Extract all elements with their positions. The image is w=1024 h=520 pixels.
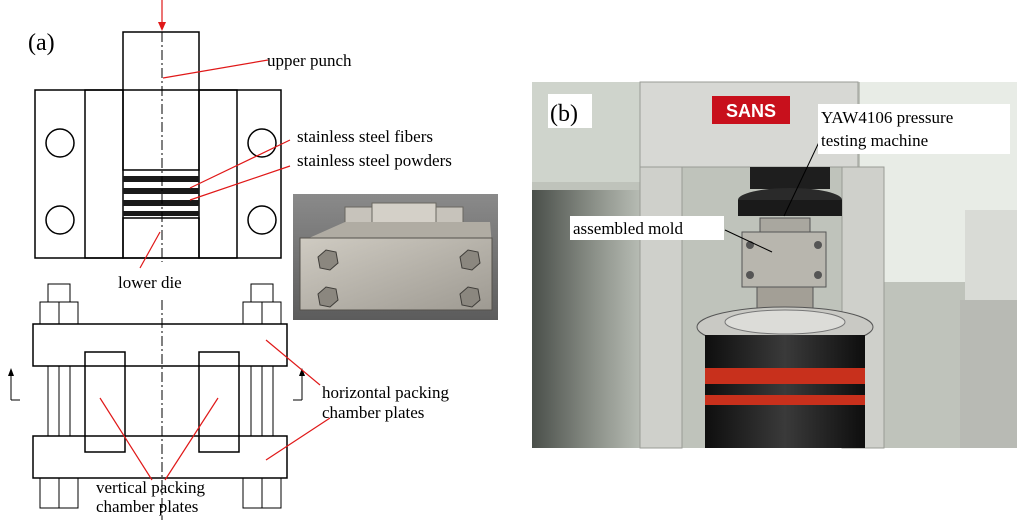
horizontal-plates-label-2: chamber plates [322, 403, 424, 422]
nut-bottom-right [242, 477, 282, 509]
load-arrow-icon [158, 0, 166, 31]
vertical-plate-right [198, 351, 240, 453]
horizontal-plates-label-1: horizontal packing [322, 383, 449, 402]
vertical-plate-left [84, 351, 126, 453]
panel-a-label: (a) [28, 30, 55, 56]
mold-label: assembled mold [573, 219, 684, 238]
lower-die [122, 217, 200, 259]
bolt-hole-icon [45, 128, 277, 235]
machine-column-left [639, 166, 683, 449]
upper-punch-label: upper punch [267, 51, 352, 70]
mold-top-view [34, 31, 282, 262]
vertical-plates-label-1: vertical packing [96, 478, 206, 497]
vertical-plates-label-2: chamber plates [96, 497, 198, 516]
machine-label-1: YAW4106 pressure [821, 108, 953, 127]
ram-cylinder [705, 335, 865, 448]
nut-top-left [39, 283, 79, 325]
powders-label: stainless steel powders [297, 151, 452, 170]
panel-b-label: (b) [550, 101, 578, 127]
sample-layers [122, 169, 200, 219]
brand-badge [712, 96, 790, 124]
section-arrow-icon [8, 368, 305, 401]
hex-bolt-icon [317, 249, 481, 308]
fibers-label: stainless steel fibers [297, 127, 433, 146]
panel-b: SANS (b) YAW4106 pressure testing machin… [532, 81, 1017, 449]
lower-die-label: lower die [118, 273, 182, 292]
nut-bottom-left [39, 477, 79, 509]
horizontal-plate-top [32, 323, 288, 367]
panel-a: (a) [8, 0, 498, 520]
nut-top-right [242, 283, 282, 325]
machine-label-2: testing machine [821, 131, 928, 150]
left-die-wall [84, 89, 124, 259]
mold-front-view [8, 283, 305, 520]
brand-text: SANS [726, 101, 776, 121]
horizontal-plate-bottom [32, 435, 288, 479]
red-band [705, 368, 865, 384]
upper-punch [122, 31, 200, 171]
mold-photo [293, 194, 498, 320]
assembled-mold-block [741, 231, 827, 288]
